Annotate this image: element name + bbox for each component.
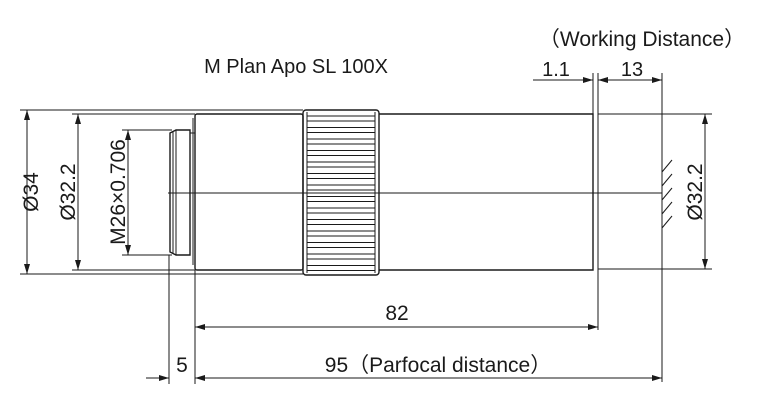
body-rear [194,113,304,271]
body-diameter-label: Ø32.2 [57,163,80,220]
thread-label: M26×0.706 [107,139,130,245]
working-distance-value: 13 [621,59,643,81]
front-diameter-label: Ø32.2 [684,163,707,220]
title: M Plan Apo SL 100X [204,56,388,78]
parfocal-label: 95（Parfocal distance） [325,354,551,377]
thread-mount [169,118,195,265]
flange-label: 5 [176,354,188,377]
outer-diameter-label: Ø34 [20,172,43,212]
barrel [379,113,594,271]
length-label: 82 [385,302,408,325]
working-distance-label: （Working Distance） [539,28,745,51]
hatching [661,159,673,229]
gap-label: 1.1 [542,59,570,81]
knurled-ring [302,109,380,276]
